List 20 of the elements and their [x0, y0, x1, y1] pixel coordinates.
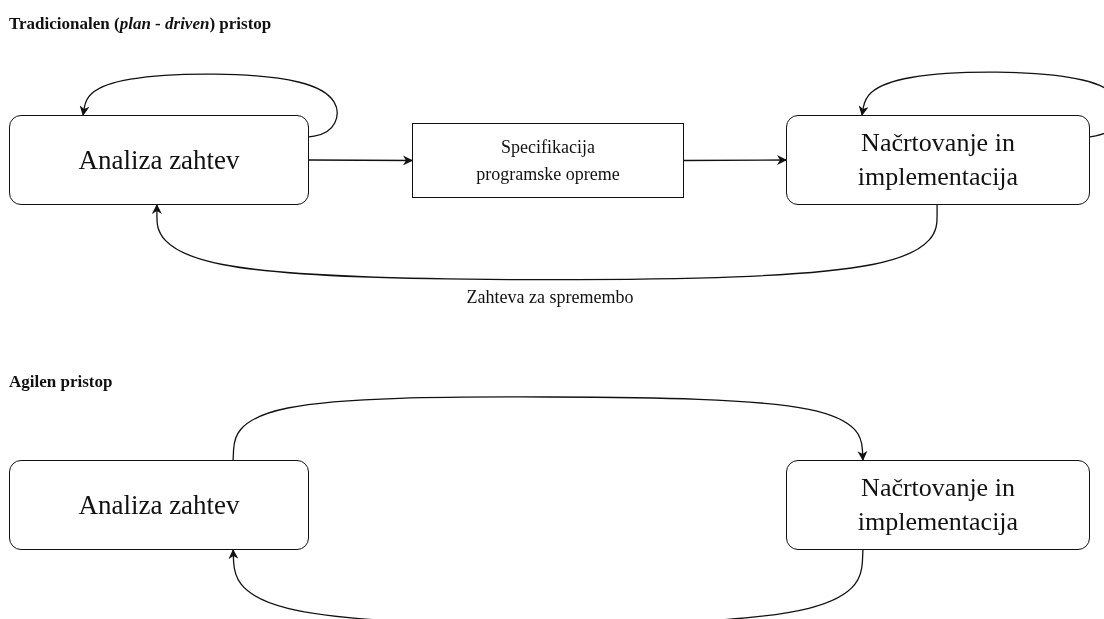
node-label: Analiza zahtev	[77, 488, 241, 522]
process-box	[786, 115, 1090, 205]
node-label: Specifikacija programske opreme	[475, 135, 621, 186]
section-heading: Tradicionalen (plan - driven) pristop	[9, 14, 272, 34]
arrow	[228, 549, 864, 619]
arrow	[683, 155, 787, 166]
section-heading: Agilen pristop	[9, 372, 113, 392]
arrow	[232, 396, 868, 461]
arrow	[79, 73, 338, 138]
document-box	[412, 123, 684, 198]
node-label: Načrtovanje in implementacija	[856, 127, 1020, 193]
node-label: Analiza zahtev	[77, 143, 241, 177]
arrow	[858, 71, 1104, 138]
arrow	[151, 204, 938, 281]
process-box	[9, 460, 309, 550]
node-label: Načrtovanje in implementacija	[856, 472, 1020, 538]
edge-label: Zahteva za spremembo	[464, 287, 636, 308]
arrow	[308, 155, 413, 166]
process-box	[786, 460, 1090, 550]
process-box	[9, 115, 309, 205]
